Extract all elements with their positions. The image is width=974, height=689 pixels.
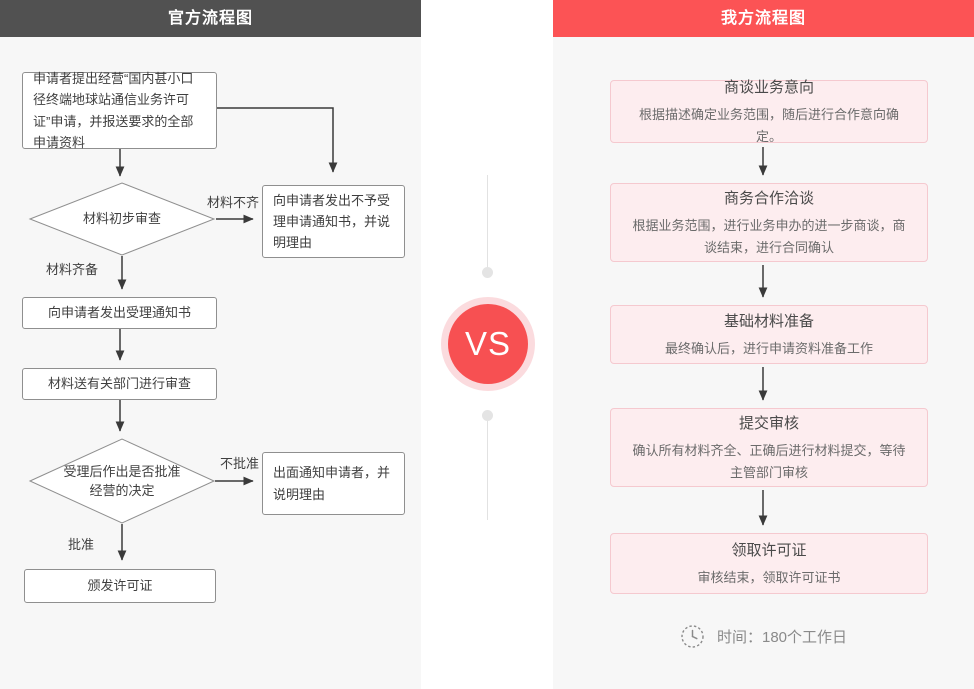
step-5-title: 领取许可证 [731, 541, 807, 559]
processing-time-row: 时间：180个工作日 [553, 624, 974, 649]
step-4-title: 提交审核 [738, 415, 799, 433]
flow-box-deny-notice-text: 出面通知申请者，并说明理由 [273, 465, 391, 502]
step-2-desc: 根据业务范围，进行业务申办的进一步商谈，商谈结束，进行合同确认 [632, 218, 906, 255]
step-box-2: 商务合作洽谈 根据业务范围，进行业务申办的进一步商谈，商谈结束，进行合同确认 [610, 183, 928, 262]
step-4-desc: 确认所有材料齐全、正确后进行材料提交，等待主管部门审核 [632, 443, 906, 480]
vs-badge: VS [441, 297, 535, 391]
step-5-desc: 审核结束，领取许可证书 [697, 569, 841, 585]
flow-box-reject-notice: 向申请者发出不予受理申请通知书，并说明理由 [262, 185, 405, 258]
vs-badge-label: VS [448, 304, 528, 384]
clock-icon [681, 625, 704, 648]
flow-box-issue-license-text: 颁发许可证 [87, 578, 153, 594]
step-box-5: 领取许可证 审核结束，领取许可证书 [610, 533, 928, 594]
step-2-title: 商务合作洽谈 [723, 190, 814, 208]
edge-label-not-approved: 不批准 [220, 456, 260, 471]
step-3-desc: 最终确认后，进行申请资料准备工作 [664, 340, 873, 356]
flow-box-apply: 申请者提出经营“国内甚小口径终端地球站通信业务许可证”申请，并报送要求的全部申请… [22, 71, 217, 150]
divider-line-bottom [487, 421, 488, 520]
step-1-desc: 根据描述确定业务范围，随后进行合作意向确定。 [638, 107, 899, 144]
flow-box-apply-text: 申请者提出经营“国内甚小口径终端地球站通信业务许可证”申请，并报送要求的全部申请… [33, 71, 194, 150]
official-flow-title: 官方流程图 [0, 0, 421, 37]
processing-time-text: 时间：180个工作日 [716, 629, 848, 646]
divider-dot-bottom [482, 410, 493, 421]
our-flow-title: 我方流程图 [553, 0, 974, 37]
divider-dot-top [482, 267, 493, 278]
flow-box-accept-notice-text: 向申请者发出受理通知书 [47, 305, 191, 321]
flow-box-deny-notice: 出面通知申请者，并说明理由 [262, 452, 405, 515]
diamond-initial-review-label: 材料初步审查 [82, 211, 161, 227]
flow-box-reject-notice-text: 向申请者发出不予受理申请通知书，并说明理由 [273, 192, 391, 251]
flow-box-dept-review-text: 材料送有关部门进行审查 [47, 376, 191, 392]
diamond-decision-label: 受理后作出是否批准经营的决定 [63, 463, 181, 499]
divider-line-top [487, 175, 488, 267]
edge-label-approved: 批准 [68, 537, 95, 552]
edge-label-complete: 材料齐备 [46, 262, 99, 277]
step-box-4: 提交审核 确认所有材料齐全、正确后进行材料提交，等待主管部门审核 [610, 408, 928, 487]
flow-box-accept-notice: 向申请者发出受理通知书 [22, 297, 217, 329]
step-3-title: 基础材料准备 [723, 312, 814, 330]
step-box-1: 商谈业务意向 根据描述确定业务范围，随后进行合作意向确定。 [610, 79, 928, 144]
step-1-title: 商谈业务意向 [723, 79, 814, 97]
flow-box-dept-review: 材料送有关部门进行审查 [22, 368, 217, 400]
step-box-3: 基础材料准备 最终确认后，进行申请资料准备工作 [610, 305, 928, 364]
flow-box-issue-license: 颁发许可证 [24, 569, 216, 603]
edge-label-incomplete: 材料不齐 [207, 195, 260, 210]
